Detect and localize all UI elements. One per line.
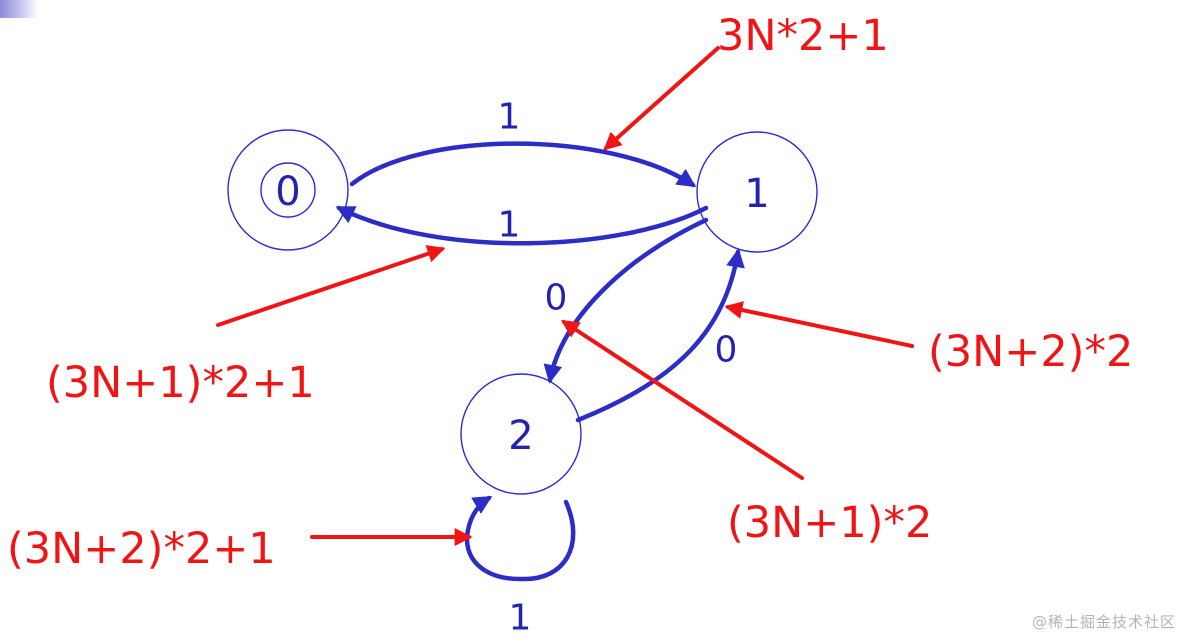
state-1-label: 1 [744, 171, 769, 217]
watermark: @稀土掘金技术社区 [1031, 613, 1176, 631]
transition-1-to-0 [335, 205, 709, 246]
transition-0-to-1-label: 1 [498, 97, 521, 138]
annotation-3n2-2-arrow [724, 301, 914, 348]
annotation-3n1-2-text: (3N+1)*2 [727, 498, 932, 548]
annotation-3n1-2-arrow [560, 320, 804, 480]
transition-2-self-loop-label: 1 [509, 598, 532, 639]
transition-2-to-1 [575, 248, 745, 423]
annotation-3n2-2-1-text: (3N+2)*2+1 [7, 524, 276, 574]
annotation-3n1-2-1-text: (3N+1)*2+1 [46, 358, 315, 408]
annotation-3n2-2-text: (3N+2)*2 [928, 327, 1133, 377]
transition-2-self-loop [464, 495, 576, 582]
annotation-3n2-1-arrow [603, 46, 720, 151]
transition-0-to-1 [349, 141, 697, 188]
annotation-3n1-2-1-arrow [216, 245, 446, 327]
state-1-circle [696, 131, 818, 253]
state-0: 0 [227, 129, 349, 251]
state-0-circle [227, 129, 349, 251]
annotation-3n2-1-text: 3N*2+1 [717, 11, 889, 61]
state-2-label: 2 [508, 413, 533, 459]
state-2-circle [460, 373, 582, 495]
state-0-accept-ring [260, 162, 316, 218]
state-2: 2 [460, 373, 582, 495]
transition-1-to-2 [543, 217, 709, 384]
transition-1-to-0-label: 1 [498, 205, 521, 246]
state-1: 1 [696, 131, 818, 253]
slide-corner-mark [0, 0, 38, 18]
transition-1-to-2-label: 0 [545, 278, 568, 319]
state-0-label: 0 [275, 169, 300, 215]
transition-2-to-1-label: 0 [715, 330, 738, 371]
